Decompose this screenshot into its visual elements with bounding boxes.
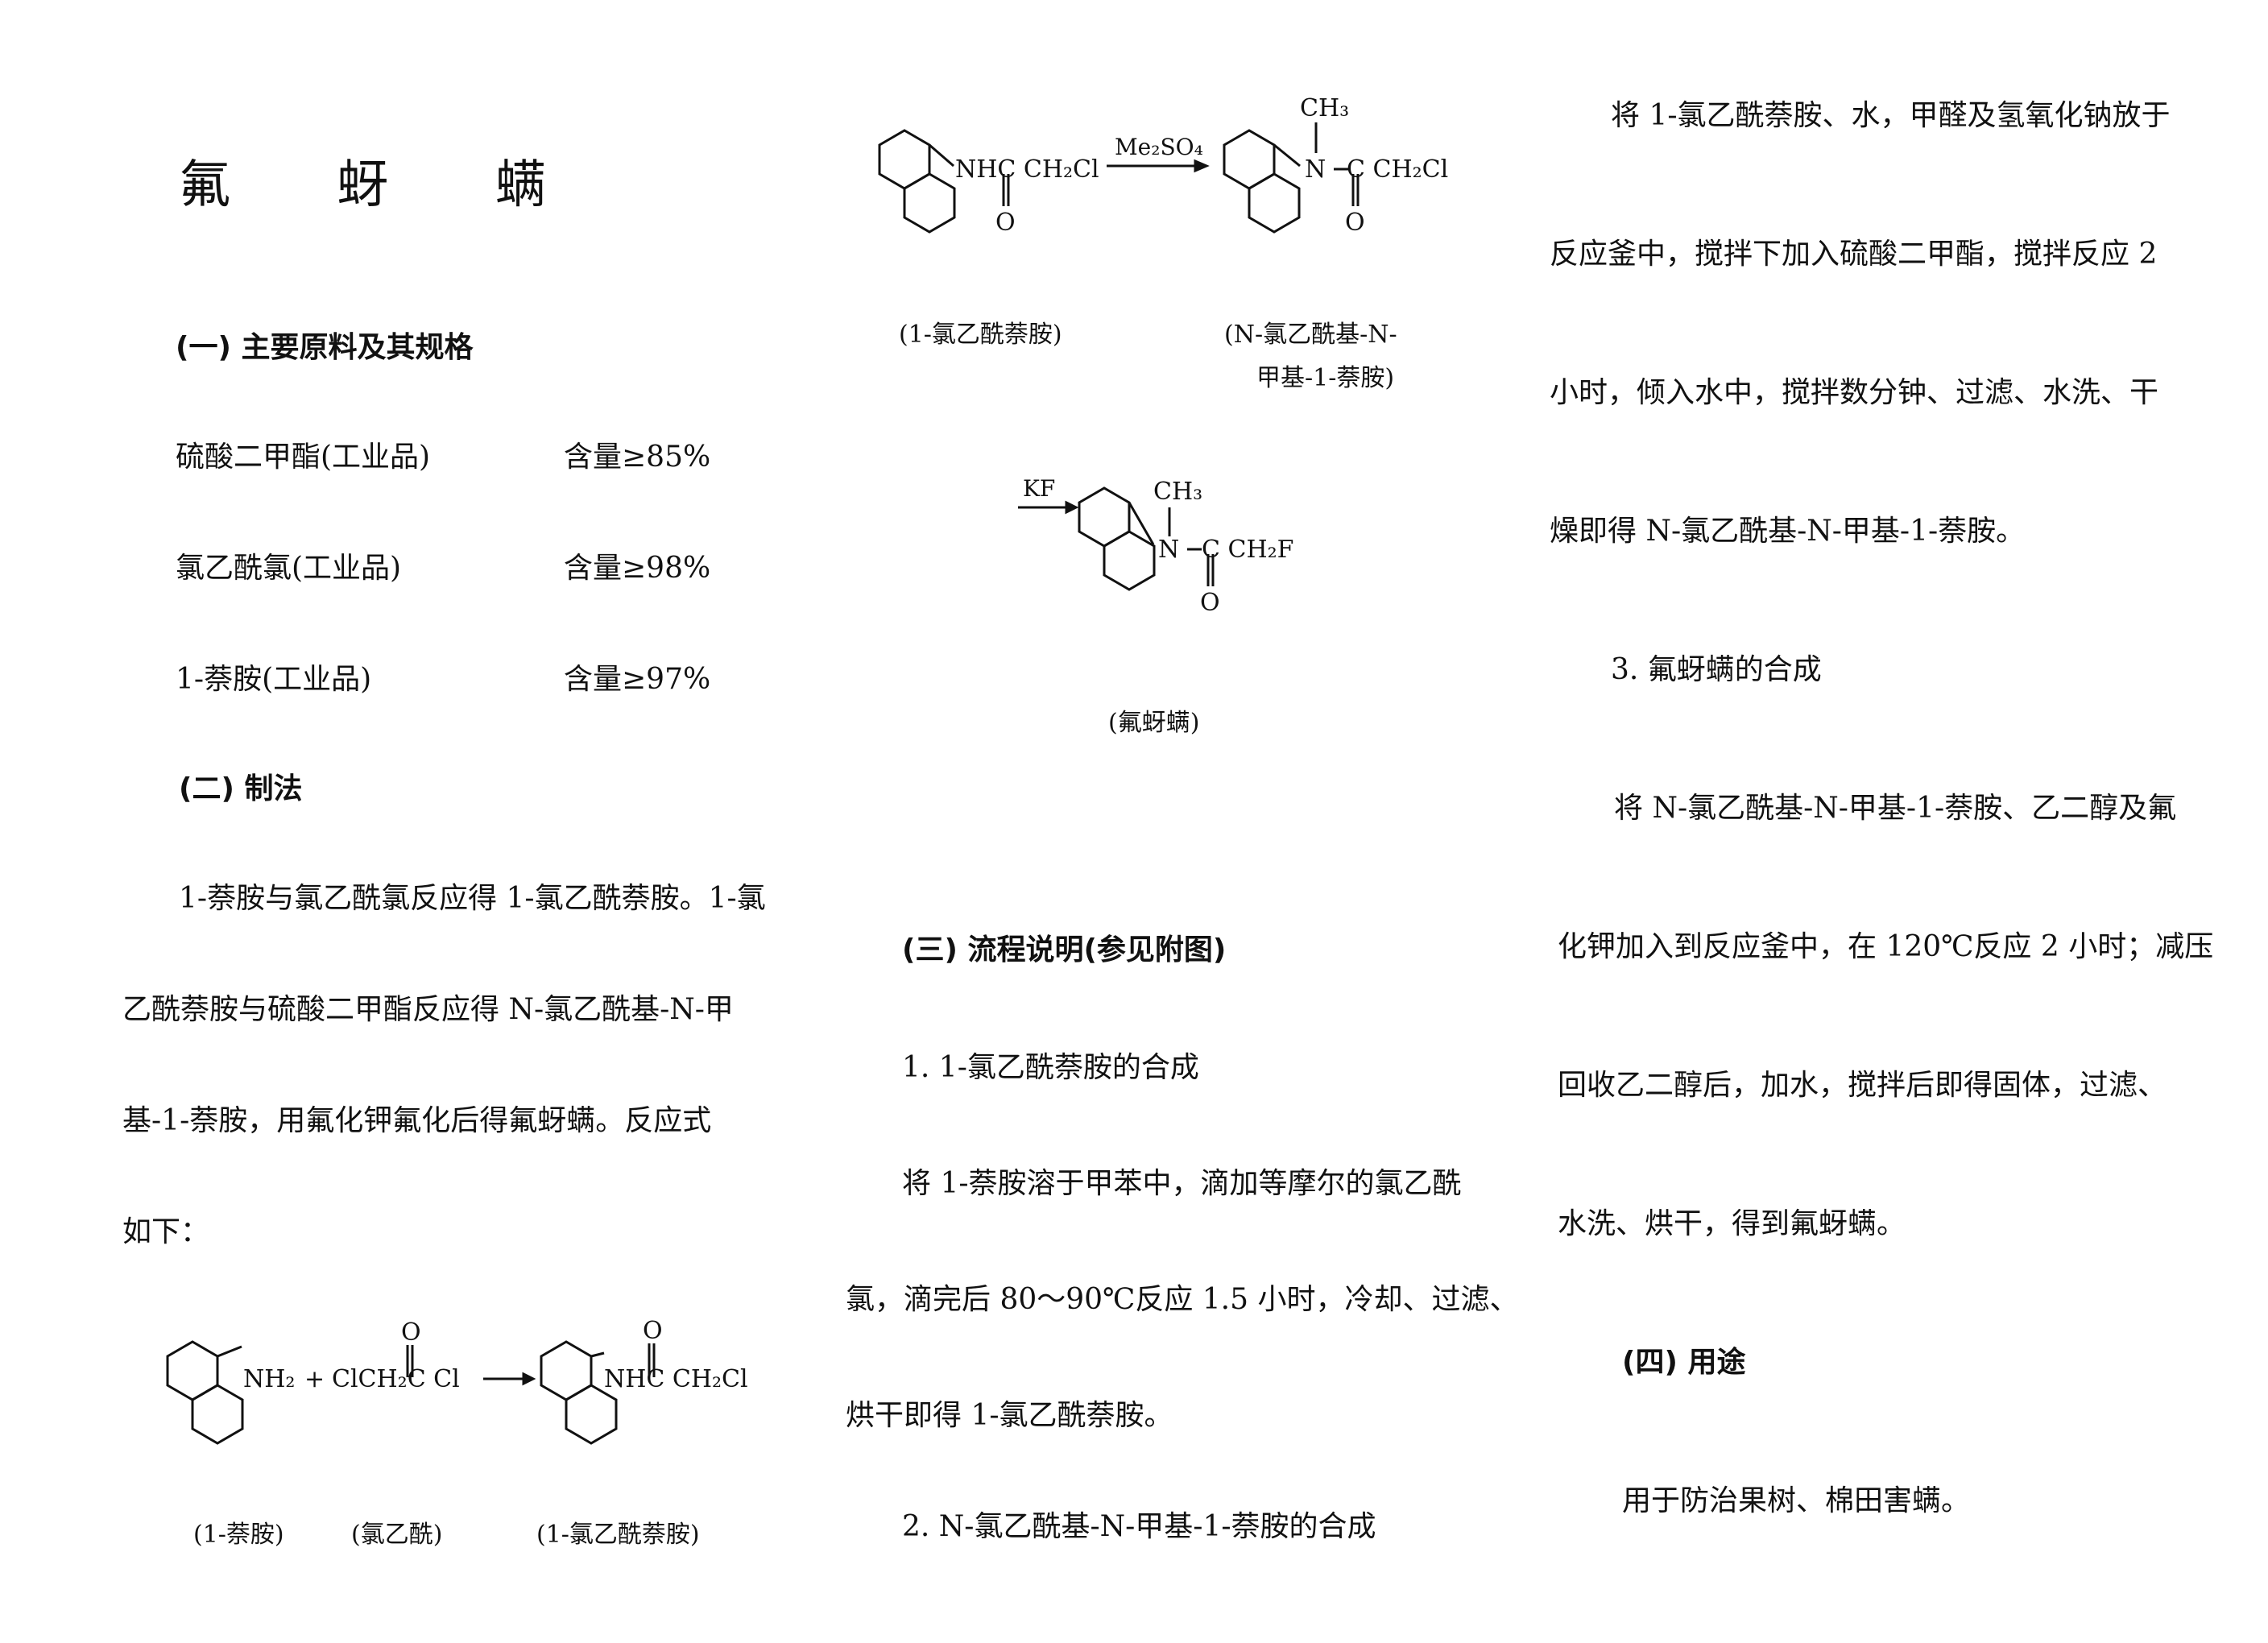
- reaction-1-structure: NH₂ + ClCH₂C Cl O NHC CH₂Cl O: [166, 1317, 748, 1445]
- subheading-step-3: 3. 氟蚜螨的合成: [1611, 653, 1822, 686]
- reaction-2-structure: NHC CH₂Cl O Me₂SO₄ CH₃ N C CH₂Cl O: [878, 94, 1448, 237]
- reaction-3-structure: KF CH₃ N C CH₂F O: [1018, 475, 1293, 617]
- step-3-line-2: 化钾加入到反应釜中，在 120℃反应 2 小时；减压: [1558, 930, 2214, 963]
- subheading-step-2: 2. N-氯乙酰基-N-甲基-1-萘胺的合成: [902, 1510, 1376, 1543]
- step-2-line-2: 反应釜中，搅拌下加入硫酸二甲酯，搅拌反应 2: [1550, 238, 2158, 271]
- label-product-2-line2: 甲基-1-萘胺): [1256, 364, 1395, 392]
- step-1-line-2: 氯，滴完后 80～90℃反应 1.5 小时，冷却、过滤、: [846, 1283, 1519, 1316]
- carbonyl-oxygen-5: O: [1200, 589, 1220, 617]
- fluorination-reagent: KF: [1023, 475, 1055, 502]
- fluoro-tail-formula: C CH₂F: [1202, 536, 1293, 564]
- label-product-2-line1: (N-氯乙酰基-N-: [1224, 321, 1397, 349]
- label-reactant-2: (1-氯乙酰萘胺): [899, 321, 1062, 349]
- step-3-line-1: 将 N-氯乙酰基-N-甲基-1-萘胺、乙二醇及氟: [1614, 792, 2177, 825]
- plus-sign: +: [304, 1365, 325, 1393]
- section-heading-method: (二) 制法: [179, 772, 303, 805]
- section-heading-materials: (一) 主要原料及其规格: [176, 331, 474, 364]
- label-naphthylamine: (1-萘胺): [193, 1521, 284, 1549]
- product-tail-formula: C CH₂Cl: [1347, 155, 1448, 184]
- method-line-4: 如下：: [122, 1215, 210, 1248]
- document-title: 氟 蚜 螨: [179, 155, 592, 215]
- step-3-line-3: 回收乙二醇后，加水，搅拌后即得固体，过滤、: [1558, 1069, 2167, 1102]
- material-spec-1: 含量≥85%: [564, 441, 711, 474]
- material-name-2: 氯乙酰氯(工业品): [176, 552, 402, 585]
- step-3-line-4: 水洗、烘干，得到氟蚜螨。: [1558, 1207, 1906, 1240]
- chloroacetyl-formula: ClCH₂C Cl: [332, 1365, 460, 1393]
- material-spec-3: 含量≥97%: [564, 663, 711, 696]
- material-spec-2: 含量≥98%: [564, 552, 711, 585]
- amine-group: NH₂: [243, 1365, 295, 1393]
- section-heading-process: (三) 流程说明(参见附图): [902, 933, 1227, 966]
- carbonyl-oxygen-3: O: [995, 209, 1016, 237]
- step-1-line-1: 将 1-萘胺溶于甲苯中，滴加等摩尔的氯乙酰: [902, 1167, 1462, 1200]
- subheading-step-1: 1. 1-氯乙酰萘胺的合成: [902, 1051, 1199, 1084]
- step-2-line-3: 小时，倾入水中，搅拌数分钟、过滤、水洗、干: [1550, 376, 2159, 409]
- usage-text: 用于防治果树、棉田害螨。: [1622, 1484, 1971, 1517]
- reactant-amide-formula: NHC CH₂Cl: [955, 155, 1099, 184]
- method-line-3: 基-1-萘胺，用氟化钾氟化后得氟蚜螨。反应式: [122, 1104, 712, 1137]
- nitrogen-atom-1: N: [1305, 155, 1326, 184]
- material-name-1: 硫酸二甲酯(工业品): [176, 441, 431, 474]
- carbonyl-oxygen-1: O: [401, 1318, 421, 1347]
- step-1-line-3: 烘干即得 1-氯乙酰萘胺。: [846, 1399, 1173, 1432]
- product-amide-formula: NHC CH₂Cl: [604, 1365, 748, 1393]
- carbonyl-oxygen-4: O: [1345, 209, 1365, 237]
- methylation-reagent: Me₂SO₄: [1115, 134, 1203, 160]
- section-heading-usage: (四) 用途: [1622, 1346, 1746, 1379]
- nitrogen-atom-2: N: [1158, 536, 1179, 564]
- methyl-group-1: CH₃: [1300, 94, 1349, 122]
- step-2-line-1: 将 1-氯乙酰萘胺、水，甲醛及氢氧化钠放于: [1611, 99, 2171, 132]
- material-name-3: 1-萘胺(工业品): [176, 663, 372, 696]
- label-product-3: (氟蚜螨): [1108, 709, 1200, 737]
- carbonyl-oxygen-2: O: [643, 1317, 663, 1345]
- method-line-2: 乙酰萘胺与硫酸二甲酯反应得 N-氯乙酰基-N-甲: [122, 993, 734, 1026]
- step-2-line-4: 燥即得 N-氯乙酰基-N-甲基-1-萘胺。: [1550, 515, 2026, 548]
- method-line-1: 1-萘胺与氯乙酰氯反应得 1-氯乙酰萘胺。1-氯: [179, 882, 766, 915]
- label-chloroacetyl: (氯乙酰): [351, 1521, 443, 1549]
- label-chloroacetyl-naphthylamine: (1-氯乙酰萘胺): [536, 1521, 700, 1549]
- methyl-group-2: CH₃: [1153, 478, 1202, 506]
